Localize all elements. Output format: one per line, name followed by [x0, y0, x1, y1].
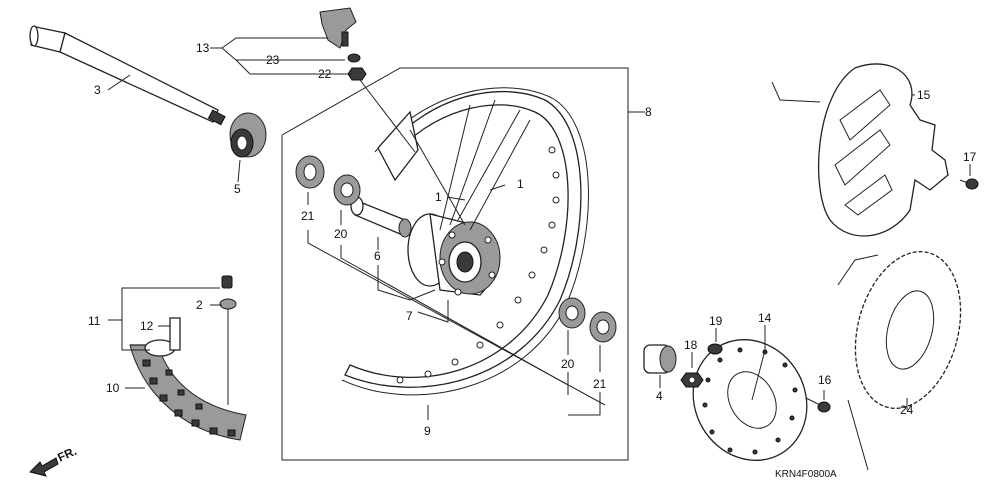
- callout-9: 9: [424, 424, 431, 438]
- callout-18: 18: [684, 338, 698, 352]
- callout-10: 10: [106, 381, 120, 395]
- wheel-hub[interactable]: [407, 213, 501, 296]
- valve-cap[interactable]: [221, 275, 233, 289]
- guide-bolt[interactable]: [347, 53, 361, 63]
- callout-2: 2: [196, 298, 203, 312]
- callout-21-right: 21: [593, 377, 607, 391]
- callout-22: 22: [318, 67, 332, 81]
- front-axle[interactable]: [29, 25, 226, 126]
- brake-hose-guide[interactable]: [319, 7, 357, 49]
- disc-bolt[interactable]: [805, 397, 831, 413]
- wheel-rim[interactable]: [341, 87, 589, 396]
- callout-8: 8: [645, 105, 652, 119]
- callout-14: 14: [758, 311, 772, 325]
- wheel-assembly-frame: [281, 67, 640, 461]
- dust-seal-left[interactable]: [333, 174, 361, 206]
- inner-tube[interactable]: [144, 317, 181, 357]
- callout-15: 15: [917, 88, 931, 102]
- rim-spoke-holes: [396, 146, 560, 384]
- disc-protector[interactable]: [771, 63, 949, 237]
- callout-20-left: 20: [334, 227, 348, 241]
- rim-lock-nut[interactable]: [219, 298, 237, 405]
- tire-tread-blocks: [142, 359, 236, 437]
- callout-20-right: 20: [561, 357, 575, 371]
- callout-11: 11: [88, 314, 101, 328]
- disc-nut[interactable]: [680, 372, 704, 388]
- axle-nut[interactable]: [229, 112, 267, 158]
- callout-5: 5: [234, 182, 241, 196]
- callout-12: 12: [140, 319, 154, 333]
- callout-23: 23: [266, 53, 280, 67]
- protector-bolt[interactable]: [959, 178, 979, 190]
- wave-brake-disc[interactable]: [837, 240, 977, 471]
- leader-lines: [107, 37, 971, 420]
- callout-19: 19: [709, 314, 723, 328]
- front-direction-arrow: FR.: [29, 444, 79, 477]
- callout-3: 3: [94, 83, 101, 97]
- drawing-code: KRN4F0800A: [775, 469, 837, 480]
- disc-washer[interactable]: [707, 343, 723, 355]
- callout-7: 7: [406, 309, 413, 323]
- callout-17: 17: [963, 150, 977, 164]
- radial-bearing-right[interactable]: [589, 311, 617, 343]
- callout-16: 16: [818, 373, 832, 387]
- wheel-spokes[interactable]: [409, 99, 531, 231]
- callout-13: 13: [196, 41, 210, 55]
- callout-6: 6: [374, 249, 381, 263]
- direction-label: FR.: [55, 444, 78, 465]
- front-tire[interactable]: [129, 344, 247, 441]
- callout-1-right: 1: [517, 177, 524, 191]
- callout-21-left: 21: [301, 209, 315, 223]
- dust-seal-right[interactable]: [558, 297, 586, 329]
- callout-4: 4: [656, 389, 663, 403]
- side-collar[interactable]: [643, 344, 677, 374]
- hub-distance-collar[interactable]: [350, 196, 412, 238]
- callout-24: 24: [900, 403, 914, 417]
- callout-labels: 13 23 22 3 5 21 20 6 7 1 1 8 9 20 21 11 …: [88, 41, 977, 438]
- callout-1-left: 1: [435, 190, 442, 204]
- radial-bearing-left[interactable]: [295, 155, 325, 189]
